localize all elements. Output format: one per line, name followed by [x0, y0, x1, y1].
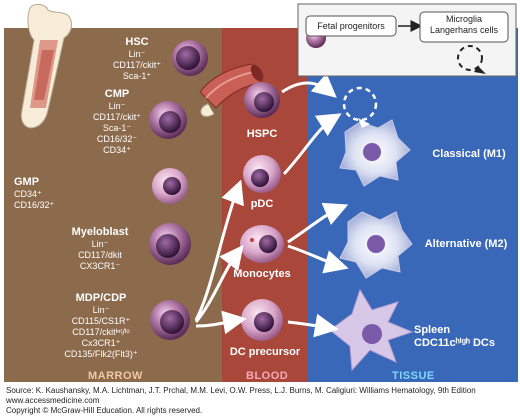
- gmp-cell: [152, 168, 188, 204]
- pdc-cell: [243, 155, 281, 193]
- dc-precursor-label: DC precursor: [229, 346, 301, 358]
- gmp-marker-2: CD16/32⁺: [14, 200, 55, 210]
- spleen-line1: Spleen: [414, 324, 451, 336]
- legend-microglia-line2: Langerhans cells: [429, 25, 499, 35]
- myeloblast-title: Myeloblast: [71, 226, 129, 238]
- alternative-m2-label: Alternative (M2): [424, 238, 508, 250]
- myeloblast-cell: [149, 223, 191, 265]
- pdc-label: pDC: [250, 198, 274, 210]
- hsc-label: HSC Lin⁻ CD117/ckit⁺ Sca-1⁺: [106, 36, 168, 82]
- monocytes-label: Monocytes: [233, 268, 291, 280]
- hsc-marker-2: CD117/ckit⁺: [112, 60, 162, 70]
- hspc-cell: [244, 82, 280, 118]
- lineage-arrows: [194, 73, 349, 338]
- cmp-label: CMP Lin⁻ CD117/ckit⁺ Sca-1⁻ CD16/32⁻ CD3…: [86, 88, 148, 156]
- gmp-title: GMP: [14, 176, 40, 188]
- mdp-cell: [150, 300, 190, 340]
- myeloblast-label: Myeloblast Lin⁻ CD117/dkit CX3CR1⁻: [60, 226, 140, 272]
- dc-precursor-cell: [241, 299, 283, 341]
- cmp-marker-5: CD34⁺: [103, 145, 131, 155]
- tissue-section-label: TISSUE: [392, 370, 435, 382]
- gmp-label: GMP CD34⁺ CD16/32⁺: [14, 176, 76, 211]
- monocyte-cell: [240, 225, 284, 263]
- hspc-label: HSPC: [246, 128, 278, 140]
- cmp-marker-3: Sca-1⁻: [102, 123, 132, 133]
- spleen-line2: CDC11cʰⁱᵍʰ DCs: [414, 337, 495, 349]
- dendritic-cell: [329, 288, 414, 372]
- cmp-cell: [149, 101, 187, 139]
- hsc-marker-1: Lin⁻: [128, 49, 146, 59]
- mdp-label: MDP/CDP Lin⁻ CD115/CS1R⁺ CD117/ckitᴵⁿᵗ/ˡ…: [56, 292, 146, 360]
- hsc-title: HSC: [125, 36, 149, 48]
- source-citation: Source: K. Kaushansky, M.A. Lichtman, J.…: [6, 386, 476, 395]
- copyright: Copyright © McGraw-Hill Education. All r…: [6, 406, 203, 415]
- m1-macrophage: [339, 119, 411, 187]
- myeloblast-marker-1: Lin⁻: [91, 239, 109, 249]
- myeloblast-marker-2: CD117/dkit: [78, 250, 122, 260]
- classical-m1-label: Classical (M1): [432, 148, 506, 160]
- mdp-marker-5: CD135/Flk2(Flt3)⁺: [64, 349, 138, 359]
- legend-fetal-progenitors: Fetal progenitors: [317, 21, 385, 31]
- legend-box: [297, 3, 517, 77]
- cmp-title: CMP: [104, 88, 130, 100]
- cmp-marker-1: Lin⁻: [108, 101, 126, 111]
- cmp-marker-4: CD16/32⁻: [96, 134, 138, 144]
- hsc-cell: [172, 40, 208, 76]
- legend-microglia-line1: Microglia: [445, 14, 482, 24]
- cmp-marker-2: CD117/ckit⁺: [92, 112, 142, 122]
- mdp-marker-3: CD117/ckitᴵⁿᵗ/ˡᵒ: [72, 327, 130, 337]
- mdp-marker-2: CD115/CS1R⁺: [71, 316, 131, 326]
- hsc-marker-3: Sca-1⁺: [122, 71, 152, 81]
- gmp-marker-1: CD34⁺: [14, 189, 42, 199]
- self-renew-circle: [342, 86, 378, 128]
- blood-section-label: BLOOD: [246, 370, 289, 382]
- spleen-dc-label: Spleen CDC11cʰⁱᵍʰ DCs: [414, 324, 514, 350]
- marrow-section-label: MARROW: [88, 370, 143, 382]
- mdp-marker-4: Cx3CR1⁺: [81, 338, 121, 348]
- myeloblast-marker-3: CX3CR1⁻: [79, 261, 121, 271]
- mdp-marker-1: Lin⁻: [92, 305, 110, 315]
- legend-microglia: Microglia Langerhans cells: [420, 14, 508, 36]
- bone-illustration: [20, 3, 73, 129]
- m2-macrophage: [339, 211, 413, 279]
- mdp-title: MDP/CDP: [75, 292, 127, 304]
- source-url: www.accessmedicine.com: [6, 396, 100, 405]
